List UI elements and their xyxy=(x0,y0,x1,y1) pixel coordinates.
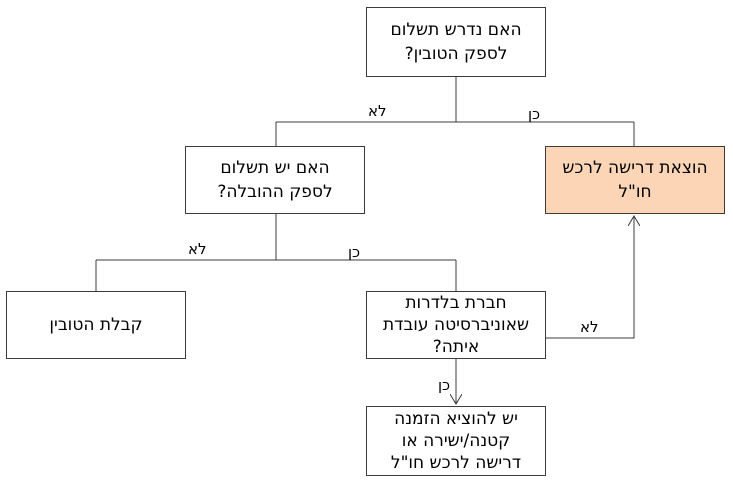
edge-courier-no xyxy=(546,216,634,339)
node-courier-company-question: חברת בלדרות שאוניברסיטה עובדת איתה? xyxy=(366,291,546,359)
node-text: האם יש תשלום לספק ההובלה? xyxy=(217,158,333,202)
edge-label-mid-yes: כן xyxy=(348,243,361,261)
edge-label-courier-yes: כן xyxy=(438,376,451,394)
node-supplier-payment-question: האם נדרש תשלום לספק הטובין? xyxy=(366,7,546,77)
node-receive-goods: קבלת הטובין xyxy=(6,291,186,359)
edge-label-mid-no: לא xyxy=(188,240,207,258)
node-text: יש להוציא הזמנה קטנה/ישירה או דרישה לרכש… xyxy=(390,409,522,473)
node-text: הוצאת דרישה לרכש חו"ל xyxy=(562,158,708,202)
node-text: האם נדרש תשלום לספק הטובין? xyxy=(390,20,522,64)
node-text: חברת בלדרות שאוניברסיטה עובדת איתה? xyxy=(383,293,529,357)
node-issue-order: יש להוציא הזמנה קטנה/ישירה או דרישה לרכש… xyxy=(366,406,546,476)
edge-label-top-yes: כן xyxy=(528,105,541,123)
edge-label-courier-no: לא xyxy=(580,318,599,336)
node-shipping-payment-question: האם יש תשלום לספק ההובלה? xyxy=(185,146,365,214)
edge-label-top-no: לא xyxy=(368,102,387,120)
node-text: קבלת הטובין xyxy=(49,315,143,335)
node-overseas-purchase-request: הוצאת דרישה לרכש חו"ל xyxy=(545,146,725,214)
